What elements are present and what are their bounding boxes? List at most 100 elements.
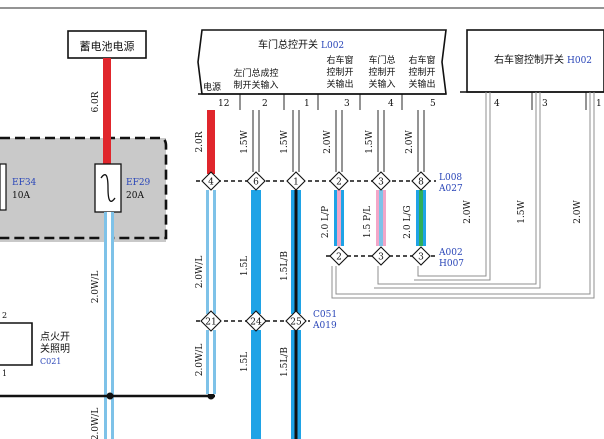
wire-lp-stripe: [337, 190, 341, 246]
fuse-ef34-id: EF34: [12, 178, 37, 188]
connector-pin: [285, 310, 307, 332]
right-window-pin: 1: [596, 99, 602, 109]
connector-pin-number: 4: [208, 178, 214, 188]
wire-label-top: 2.0W: [323, 129, 333, 153]
wire-label-top: 1.5W: [365, 129, 375, 153]
ignition-lamp-label-2: 关照明: [40, 342, 70, 355]
connector-pin-number: 3: [378, 178, 384, 188]
fuse-ef34-body: [0, 163, 7, 211]
right-window-pin: 3: [542, 99, 548, 109]
return-wire-pin1-outer: [335, 92, 591, 295]
connector-pin-number: 3: [418, 253, 424, 263]
connector-pin: [329, 246, 349, 266]
connector-code: A027: [438, 184, 463, 194]
connector-pin: [371, 246, 391, 266]
pin-label-rw-out-b-1: 右车窗: [408, 54, 435, 66]
wire-label-low: 1.5L/B: [280, 347, 290, 377]
right-window-wire-label: 2.0W: [573, 199, 583, 223]
splice-node-left: [106, 392, 114, 400]
connector-pin: [246, 171, 266, 191]
pin-label-door-in-3: 关输入: [368, 78, 395, 90]
wire-blue-black-stripe: [294, 190, 298, 314]
connector-pin: [286, 171, 306, 191]
connector-code: A019: [312, 321, 337, 331]
wire-label-mid: 1.5 P/L: [363, 206, 373, 238]
connector-pin-number: 2: [336, 178, 342, 188]
connector-pin-number: 1: [293, 178, 299, 188]
fuse-ef29-rating: 20A: [126, 191, 144, 201]
connector-l008: 4 6 1 2 3 8 L008 A027: [201, 171, 463, 194]
connector-pin-number: 2: [336, 253, 342, 263]
pin-number: 3: [344, 99, 350, 109]
connector-pin: [411, 171, 431, 191]
pin-number: 12: [218, 99, 229, 109]
connector-pin: [201, 171, 221, 191]
door-master-switch-code: L002: [321, 41, 344, 51]
wire-blue: [251, 190, 261, 314]
connector-a002: 2 3 3 A002 H007: [329, 246, 464, 269]
right-window-switch-title: 右车窗控制开关: [494, 53, 564, 66]
fuse-panel-border: [0, 136, 168, 240]
door-master-pin-row: 12 2 1 3 4 5: [218, 94, 436, 110]
door-master-switch-title: 车门总控开关: [258, 38, 318, 51]
return-wire-pin4-outer: [417, 92, 487, 277]
connector-code: L008: [439, 173, 462, 183]
wire-label-top: 2.0W: [405, 129, 415, 153]
connector-pin-number: 24: [250, 318, 262, 328]
connector-pin: [245, 310, 267, 332]
ignition-lamp-pin-top: 2: [2, 311, 7, 320]
pin-number: 5: [430, 99, 436, 109]
pin-label-rw-out-a-2: 控制开: [326, 66, 353, 78]
pin-label-left-door-1: 左门总成控: [233, 67, 278, 79]
battery-wire-label: 6.0R: [91, 91, 101, 112]
right-window-switch-box: [466, 29, 604, 93]
fuse-panel: [0, 138, 166, 242]
pin-label-rw-out-a-3: 关输出: [326, 78, 353, 90]
wire-lg-stripe: [419, 190, 423, 246]
wire-wl-low-inner: [209, 330, 213, 394]
pin-label-power: 电源: [203, 81, 221, 93]
battery-wire: [103, 58, 111, 165]
left-wire-inner: [107, 212, 111, 439]
connector-pin-number: 25: [290, 318, 302, 328]
wire-label-top: 2.0R: [195, 131, 205, 152]
wire-blue-low: [251, 330, 261, 439]
wire-label-mid: 2.0 L/G: [403, 205, 413, 238]
battery-power-box: [67, 30, 147, 59]
wire-label-low: 1.5L: [240, 352, 250, 372]
pin-number: 2: [262, 99, 268, 109]
connector-pin-number: 6: [253, 178, 259, 188]
splice-node-right: [207, 392, 215, 400]
wire-label-mid: 2.0 L/P: [321, 206, 331, 238]
right-window-wire-label: 1.5W: [517, 199, 527, 223]
left-bottom-wire-label: 2.0W/L: [91, 408, 101, 439]
return-wire-pin3-outer: [377, 92, 537, 285]
wire-wl-inner: [209, 190, 213, 314]
wire-power-red: [207, 110, 215, 174]
ignition-lamp-code: C021: [40, 357, 61, 366]
wire-label-top: 1.5W: [280, 129, 290, 153]
wire-label-mid: 1.5L/B: [280, 251, 290, 281]
pin-label-rw-out-b-3: 关输出: [408, 78, 435, 90]
wire-label-mid: 1.5L: [240, 256, 250, 276]
wire-blue-black-low-stripe: [294, 330, 298, 439]
pin-label-door-in-1: 车门总: [368, 54, 395, 66]
wire-pl-stripe: [379, 190, 383, 246]
connector-pin-number: 21: [205, 318, 216, 328]
connector-pin: [371, 171, 391, 191]
connector-pin: [200, 310, 222, 332]
wire-label-top: 1.5W: [240, 129, 250, 153]
fuse-ef29-id: EF29: [126, 178, 151, 188]
right-window-switch-code: H002: [567, 56, 592, 66]
connector-pin: [329, 171, 349, 191]
pin-label-door-in-2: 控制开: [368, 66, 395, 78]
return-wire-pin1-inner: [331, 92, 595, 299]
ignition-lamp-label-1: 点火开: [40, 331, 70, 343]
connector-pin-number: 8: [418, 178, 424, 188]
ignition-lamp-box: [0, 322, 33, 366]
return-wire-pin3-inner: [374, 92, 541, 289]
right-window-pin: 4: [494, 99, 500, 109]
ignition-lamp-pin-bottom: 1: [2, 369, 7, 378]
return-wire-pin4-inner: [414, 92, 491, 281]
